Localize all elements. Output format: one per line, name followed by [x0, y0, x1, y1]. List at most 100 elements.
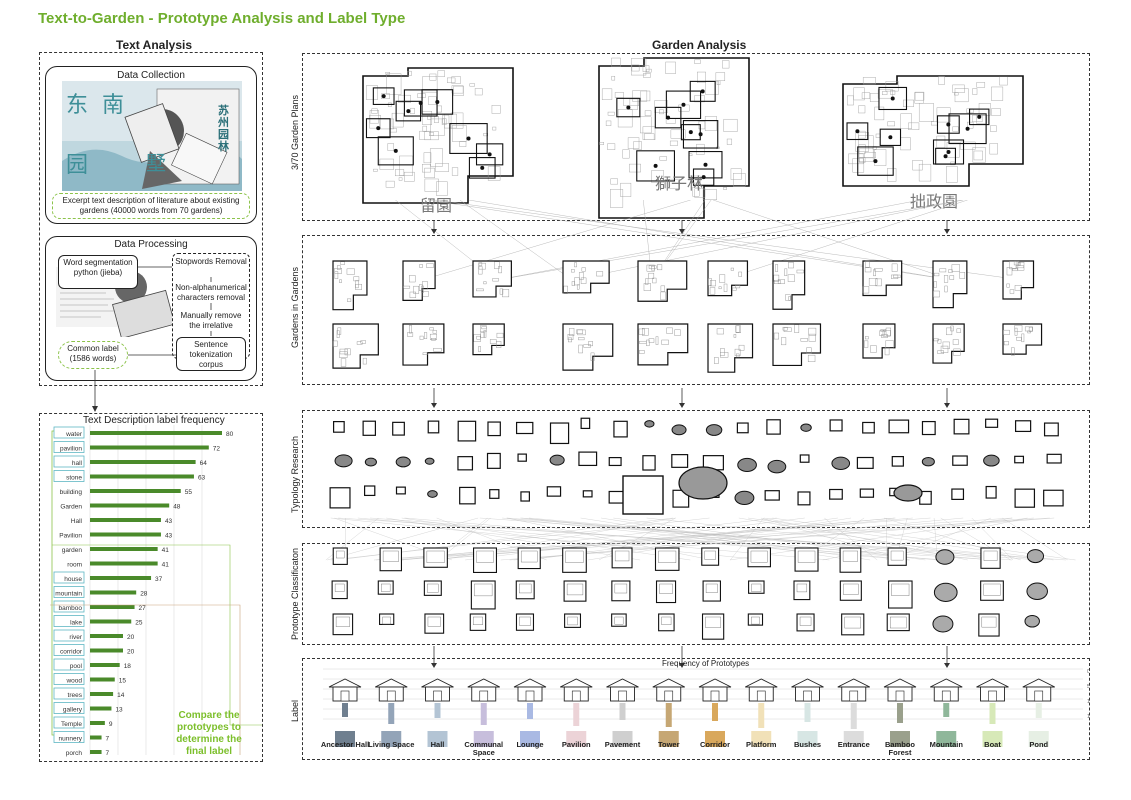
prototype-icon — [745, 678, 778, 702]
plan-detail — [385, 180, 395, 188]
prototype-shape — [1026, 582, 1048, 600]
roof-shape — [560, 678, 593, 688]
plan-detail — [959, 272, 966, 279]
label-text: corridor — [60, 649, 83, 656]
plan-detail — [431, 338, 436, 341]
prototype-shape — [423, 580, 442, 596]
sub-garden-plan — [862, 323, 896, 359]
garden-outline — [598, 57, 750, 219]
plan-detail — [720, 348, 725, 356]
plan-detail — [640, 90, 651, 102]
color-swatch — [936, 731, 957, 747]
plan-detail — [429, 73, 437, 81]
plan-detail — [332, 340, 338, 347]
sub-garden-plan — [472, 260, 512, 298]
frequency-bar — [1035, 703, 1042, 718]
link-line — [520, 517, 937, 561]
roof-shape — [698, 678, 732, 688]
prototype-shape — [473, 547, 498, 574]
plan-detail — [785, 294, 791, 301]
plan-detail — [476, 288, 484, 292]
label-box — [53, 470, 85, 482]
door-shape — [479, 690, 489, 702]
plan-detail — [353, 276, 360, 282]
typology-shape — [766, 419, 781, 435]
plan-detail — [1016, 336, 1022, 341]
prototype-shape — [701, 613, 725, 640]
frequency-bar — [90, 677, 115, 682]
plan-detail — [596, 271, 604, 277]
typology-shape — [424, 457, 435, 465]
value-label: 25 — [135, 620, 143, 627]
plan-detail — [629, 163, 641, 173]
label-text: porch — [66, 750, 83, 757]
value-label: 18 — [124, 663, 132, 670]
plan-detail — [409, 325, 412, 334]
typology-shape — [1043, 422, 1059, 437]
sub-garden-dot — [393, 148, 398, 153]
link-line — [404, 517, 910, 561]
plan-detail — [578, 272, 584, 280]
plan-detail — [862, 77, 876, 85]
typology-shape — [921, 420, 936, 436]
plan-detail — [960, 141, 976, 150]
prototype-detail — [751, 583, 762, 592]
prototype-detail — [659, 583, 673, 594]
liuyuan-plan — [362, 67, 514, 204]
zhuozhengyuan-plan — [842, 75, 1024, 187]
plan-detail — [478, 266, 483, 275]
plan-detail — [861, 92, 871, 99]
prototype-shape — [469, 613, 487, 631]
plan-detail — [499, 288, 504, 295]
plan-detail — [409, 275, 416, 283]
typology-shape — [1046, 453, 1062, 464]
plan-detail — [855, 132, 869, 152]
sub-garden-outline — [862, 323, 896, 359]
label-text: house — [64, 576, 82, 583]
plan-detail — [783, 327, 792, 332]
plan-detail — [733, 173, 746, 187]
plan-detail — [773, 274, 780, 282]
value-label: 43 — [165, 533, 173, 540]
typology-shape — [891, 455, 904, 467]
door-shape — [433, 690, 442, 702]
plan-detail — [775, 264, 779, 272]
sub-garden-dot — [946, 149, 951, 154]
sub-garden-outline — [692, 168, 715, 186]
plan-detail — [774, 279, 781, 284]
sub-garden-plan — [562, 260, 610, 294]
sub-garden-outline — [948, 113, 987, 145]
plan-detail — [568, 337, 572, 343]
prototype-detail — [382, 550, 399, 562]
plan-detail — [976, 82, 986, 88]
sub-garden-outline — [616, 97, 641, 118]
typology-shape — [983, 454, 1000, 467]
plan-detail — [951, 264, 960, 272]
plan-detail — [407, 332, 414, 337]
frequency-bar — [90, 692, 114, 696]
roof-shape — [652, 678, 685, 688]
plan-detail — [723, 118, 738, 132]
label-text: wood — [65, 678, 82, 685]
typology-shape — [800, 423, 812, 432]
typology-shape — [829, 488, 843, 500]
prototype-shape — [747, 613, 764, 626]
plan-detail — [483, 133, 488, 137]
plan-detail — [716, 328, 724, 335]
plan-detail — [865, 336, 869, 340]
link-line — [729, 517, 1013, 561]
plan-detail — [478, 262, 486, 270]
plan-detail — [991, 86, 1004, 101]
plan-detail — [735, 325, 740, 333]
link-line — [748, 517, 1054, 561]
sub-garden-plan — [332, 323, 379, 369]
roof-shape — [976, 678, 1009, 688]
plan-detail — [576, 329, 583, 334]
plan-detail — [738, 344, 745, 351]
sub-garden-dot — [653, 163, 658, 168]
link-line — [772, 517, 1076, 561]
color-swatch — [566, 731, 587, 747]
sub-garden-outline — [878, 86, 908, 111]
sub-garden-dot — [406, 109, 411, 114]
label-text: hall — [72, 460, 83, 467]
